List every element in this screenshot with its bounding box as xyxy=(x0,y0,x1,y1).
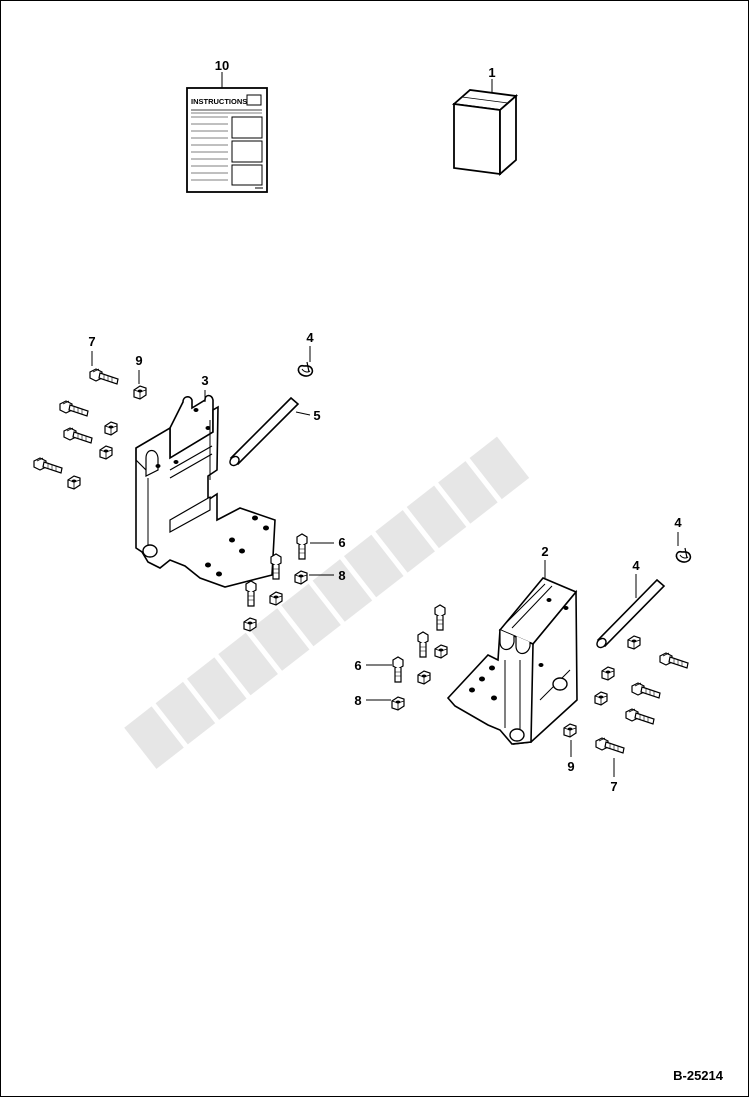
clip-left-part xyxy=(297,361,314,377)
vbolt-left-1 xyxy=(296,533,308,560)
callout-6-right: 6 xyxy=(354,658,361,673)
bracket-right-part xyxy=(446,577,578,745)
nut-right-4 xyxy=(563,723,577,738)
vbolt-right-1 xyxy=(434,604,446,631)
pin-right-part xyxy=(596,578,666,649)
vbolt-left-3 xyxy=(245,580,257,607)
callout-3: 3 xyxy=(201,373,208,388)
bolt-right-1 xyxy=(659,652,689,669)
instruction-sheet-title: INSTRUCTIONS xyxy=(191,97,247,106)
nut-right-5 xyxy=(434,644,448,659)
callout-4-right-clip: 4 xyxy=(674,515,682,530)
callout-8-right: 8 xyxy=(354,693,361,708)
clip-right-part xyxy=(675,547,692,563)
nut-left-6 xyxy=(269,591,283,606)
nut-right-2 xyxy=(601,666,615,681)
vbolt-right-3 xyxy=(392,656,404,683)
callout-10: 10 xyxy=(215,58,229,73)
vbolt-left-2 xyxy=(270,553,282,580)
callout-4-left: 4 xyxy=(306,330,314,345)
callout-2: 2 xyxy=(541,544,548,559)
bracket-left-part xyxy=(135,394,276,588)
nut-left-1 xyxy=(133,385,147,400)
callout-8-left: 8 xyxy=(338,568,345,583)
nut-left-4 xyxy=(67,475,81,490)
bolt-left-2 xyxy=(59,400,89,417)
callout-1: 1 xyxy=(488,65,495,80)
bolt-left-1 xyxy=(89,368,119,385)
bolt-right-4 xyxy=(595,737,625,754)
bolt-right-3 xyxy=(625,708,655,725)
nut-right-7 xyxy=(391,696,405,711)
callout-6-left: 6 xyxy=(338,535,345,550)
callout-7-left: 7 xyxy=(88,334,95,349)
instruction-sheet-part: INSTRUCTIONS xyxy=(186,87,268,193)
nut-right-3 xyxy=(594,691,608,706)
callout-9-right: 9 xyxy=(567,759,574,774)
nut-left-3 xyxy=(99,445,113,460)
callout-9-left: 9 xyxy=(135,353,142,368)
callout-5: 5 xyxy=(313,408,320,423)
nut-right-6 xyxy=(417,670,431,685)
bolt-left-4 xyxy=(33,457,63,474)
nut-right-1 xyxy=(627,635,641,650)
callout-7-right: 7 xyxy=(610,779,617,794)
vbolt-right-2 xyxy=(417,631,429,658)
figure-id: B-25214 xyxy=(673,1068,723,1083)
box-part xyxy=(451,89,519,176)
bolt-left-3 xyxy=(63,427,93,444)
callout-4-right-pin: 4 xyxy=(632,558,640,573)
pin-left-part xyxy=(229,396,300,467)
nut-left-2 xyxy=(104,421,118,436)
bolt-right-2 xyxy=(631,682,661,699)
nut-left-5 xyxy=(294,570,308,585)
